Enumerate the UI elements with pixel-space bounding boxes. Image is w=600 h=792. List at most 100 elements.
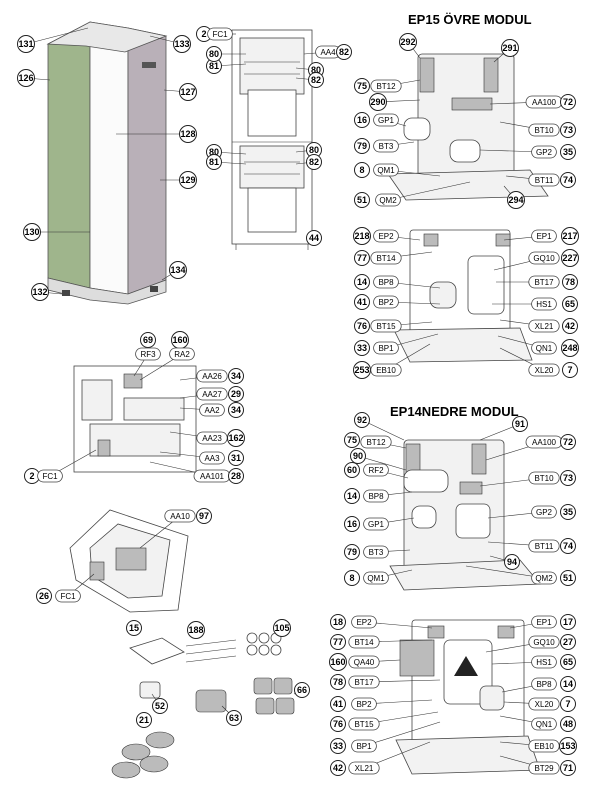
callout-t_8: 8 [354, 162, 370, 178]
callout-code: BP8 [536, 680, 552, 689]
callout-code: XL20 [535, 366, 554, 375]
callout-number: 80 [209, 49, 219, 59]
callout-e_69: 69 [140, 332, 156, 348]
callout-a_15: 15 [126, 620, 142, 636]
callout-fr_aa4: AA4 [315, 45, 341, 59]
callout-t_16: 16 [354, 112, 370, 128]
callout-cab_127: 127 [179, 83, 197, 101]
callout-t_227: 227 [561, 249, 579, 267]
callout-code: HS1 [536, 658, 552, 667]
callout-t_qm1: QM1 [373, 163, 399, 177]
callout-cab_131: 131 [17, 35, 35, 53]
middle-module-drawing [389, 439, 541, 591]
callout-number: 41 [333, 699, 343, 709]
callout-t_65: 65 [562, 296, 578, 312]
callout-number: 8 [349, 573, 354, 583]
callout-code: RF2 [368, 466, 384, 475]
callout-number: 218 [354, 231, 369, 241]
callout-m_75: 75 [344, 432, 360, 448]
callout-m_xl21: XL21 [348, 761, 380, 775]
callout-e_aa26: AA26 [196, 369, 228, 383]
callout-number: 74 [563, 175, 573, 185]
callout-number: 51 [357, 195, 367, 205]
callout-m_41: 41 [330, 696, 346, 712]
leader-cab_131 [25, 27, 89, 45]
callout-t_bt15: BT15 [370, 319, 402, 333]
callout-code: AA10 [170, 512, 190, 521]
callout-m_76: 76 [330, 716, 346, 732]
callout-t_bt10: BT10 [528, 123, 560, 137]
leader-m_bp1 [363, 721, 441, 747]
callout-number: 105 [274, 623, 289, 633]
callout-number: 29 [231, 389, 241, 399]
callout-m_gp2: GP2 [531, 505, 557, 519]
top-module-drawing [387, 53, 549, 363]
callout-number: 73 [563, 473, 573, 483]
callout-e_rf3: RF3 [135, 347, 161, 361]
callout-m_bp2: BP2 [351, 697, 377, 711]
callout-m_51: 51 [560, 570, 576, 586]
callout-a_105: 105 [273, 619, 291, 637]
callout-number: 290 [370, 97, 385, 107]
callout-number: 188 [188, 625, 203, 635]
callout-b_26: 26 [36, 588, 52, 604]
callout-number: 162 [228, 433, 243, 443]
callout-t_75: 75 [354, 78, 370, 94]
callout-code: GQ10 [533, 254, 555, 263]
callout-number: 63 [229, 713, 239, 723]
callout-cab_132: 132 [31, 283, 49, 301]
callout-m_8: 8 [344, 570, 360, 586]
callout-e_29: 29 [228, 386, 244, 402]
callout-m_eb10: EB10 [528, 739, 560, 753]
callout-t_292: 292 [399, 33, 417, 51]
callout-a_21: 21 [136, 712, 152, 728]
callout-m_60: 60 [344, 462, 360, 478]
callout-fr_81b: 81 [206, 154, 222, 170]
callout-number: 81 [209, 157, 219, 167]
callout-t_bt17: BT17 [528, 275, 560, 289]
callout-t_248: 248 [561, 339, 579, 357]
callout-number: 160 [172, 335, 187, 345]
callout-number: 52 [155, 701, 165, 711]
callout-code: QN1 [536, 344, 553, 353]
callout-t_291: 291 [501, 39, 519, 57]
callout-number: 130 [24, 227, 39, 237]
callout-code: BT11 [535, 176, 554, 185]
callout-m_bt10: BT10 [528, 471, 560, 485]
callout-number: 80 [309, 145, 319, 155]
callout-number: 160 [330, 657, 345, 667]
callout-t_217: 217 [561, 227, 579, 245]
callout-e_2: 2 [24, 468, 40, 484]
callout-m_bt3: BT3 [363, 545, 389, 559]
callout-e_34a: 34 [228, 368, 244, 384]
callout-m_qm1: QM1 [363, 571, 389, 585]
callout-m_bp8b: BP8 [531, 677, 557, 691]
callout-e_aa101: AA101 [193, 469, 231, 483]
callout-t_33: 33 [354, 340, 370, 356]
callout-number: 42 [333, 763, 343, 773]
callout-number: 18 [333, 617, 343, 627]
callout-t_ep2: EP2 [373, 229, 399, 243]
callout-number: 2 [201, 29, 206, 39]
callout-t_74: 74 [560, 172, 576, 188]
callout-e_ra2: RA2 [169, 347, 195, 361]
callout-m_qn1: QN1 [531, 717, 557, 731]
callout-number: 66 [297, 685, 307, 695]
callout-code: EB10 [376, 366, 396, 375]
callout-number: 80 [209, 147, 219, 157]
callout-fr_80a: 80 [206, 46, 222, 62]
callout-t_ep1: EP1 [531, 229, 557, 243]
callout-m_7: 7 [560, 696, 576, 712]
callout-cab_134: 134 [169, 261, 187, 279]
callout-code: BT10 [534, 126, 554, 135]
callout-b_aa10: AA10 [164, 509, 196, 523]
callout-m_bt14: BT14 [348, 635, 380, 649]
callout-m_ep2: EP2 [351, 615, 377, 629]
callout-cab_128: 128 [179, 125, 197, 143]
callout-t_gq10: GQ10 [528, 251, 560, 265]
callout-a_52: 52 [152, 698, 168, 714]
callout-t_42: 42 [562, 318, 578, 334]
callout-t_218: 218 [353, 227, 371, 245]
callout-code: EP1 [536, 618, 552, 627]
callout-e_aa23: AA23 [196, 431, 228, 445]
